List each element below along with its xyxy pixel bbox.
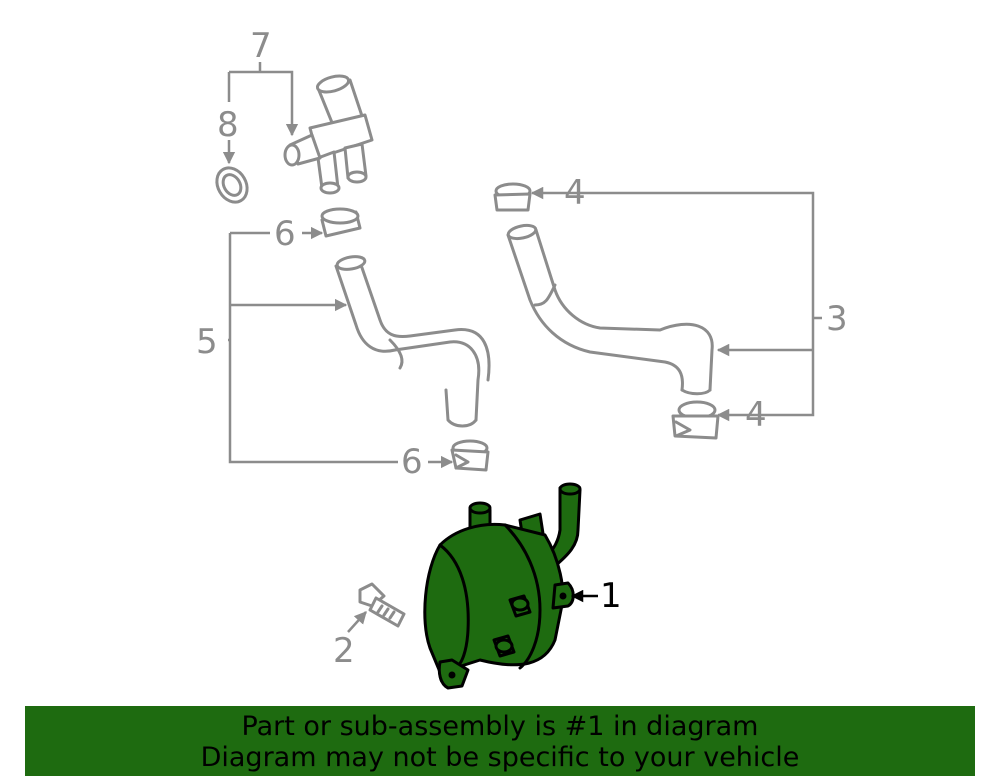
- leader-7: [229, 70, 299, 137]
- info-banner: Part or sub-assembly is #1 in diagram Di…: [25, 706, 975, 776]
- hose-clamp-lower-left: [450, 439, 490, 472]
- callout-6-lower: 6: [401, 442, 423, 482]
- callout-6-upper: 6: [274, 214, 296, 254]
- banner-line-1: Part or sub-assembly is #1 in diagram: [241, 711, 759, 742]
- callout-1: 1: [600, 576, 622, 616]
- hose-clamp-upper-right: [493, 182, 532, 212]
- callout-4-upper: 4: [564, 173, 586, 213]
- hose-clamp-lower-right: [671, 400, 720, 440]
- callout-2: 2: [333, 631, 355, 671]
- callout-7: 7: [250, 26, 272, 66]
- callout-5: 5: [196, 322, 218, 362]
- callout-3: 3: [826, 299, 848, 339]
- water-outlet-fitting: [283, 74, 374, 195]
- bolt: [358, 582, 406, 628]
- o-ring: [215, 166, 249, 204]
- coolant-hose-right: [506, 223, 714, 396]
- oil-cooler: [423, 482, 582, 690]
- banner-line-2: Diagram may not be specific to your vehi…: [200, 742, 800, 773]
- leader-2: [347, 611, 367, 633]
- callout-4-lower: 4: [745, 395, 767, 435]
- hose-clamp-upper-left: [320, 207, 362, 238]
- callout-8: 8: [217, 105, 239, 145]
- coolant-hose-left: [334, 255, 491, 428]
